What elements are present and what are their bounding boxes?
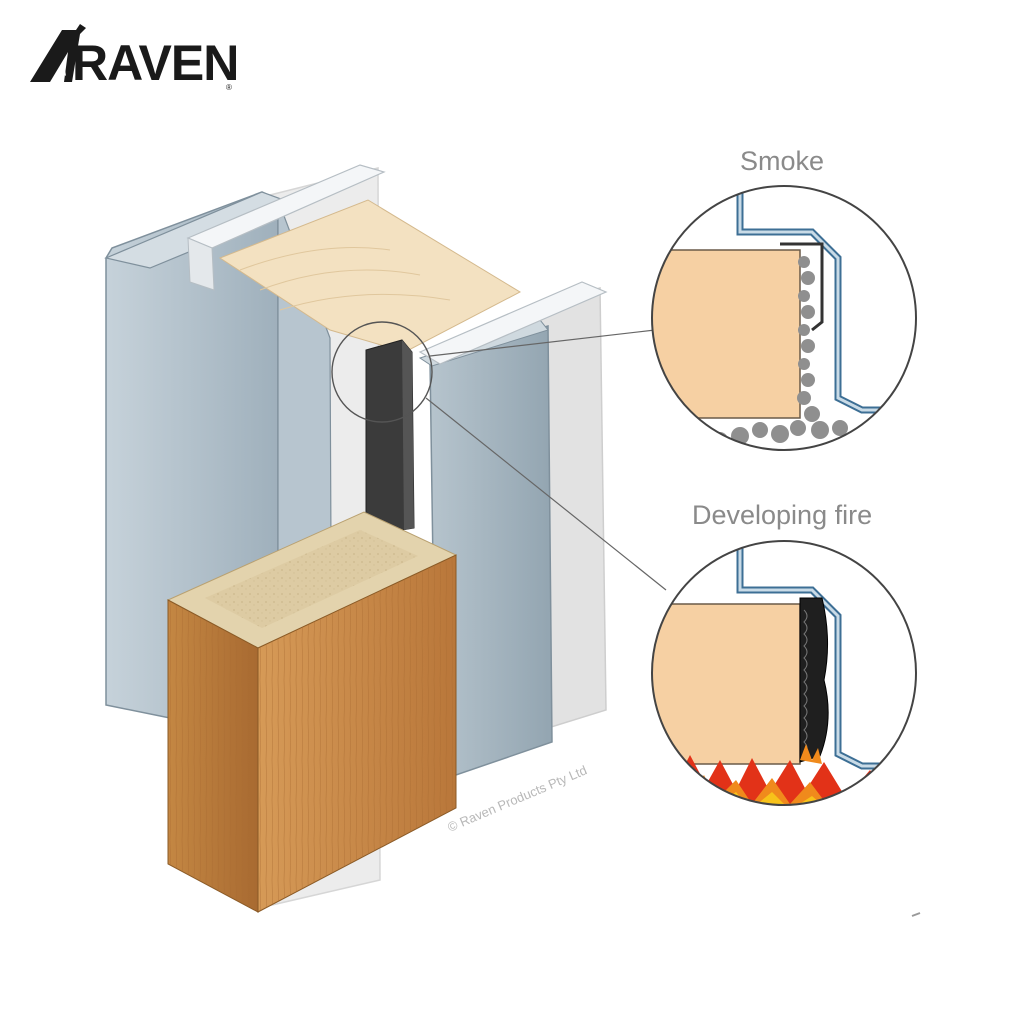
copyright-notice: © Raven Products Pty Ltd <box>445 762 589 834</box>
leader-lines <box>425 329 667 591</box>
registered-mark: ® <box>226 83 232 92</box>
corner-mark <box>911 912 921 917</box>
oak-door-leaf <box>166 511 458 913</box>
brand-name: RAVEN <box>72 35 238 91</box>
timber-core-top <box>218 199 522 353</box>
door-stop-strips <box>186 164 608 365</box>
raven-logo: RAVEN ® <box>30 24 239 92</box>
smoke-puffs <box>712 256 848 448</box>
fire-label: Developing fire <box>692 500 872 530</box>
fire-detail-callout <box>651 540 917 806</box>
raven-bird-icon <box>30 24 86 82</box>
smoke-detail-callout <box>651 185 917 451</box>
seal-bracket <box>780 242 824 332</box>
detail-magnifier-ring <box>331 321 433 423</box>
door-edge-section <box>652 249 801 419</box>
door-edge-section-fire <box>652 603 801 765</box>
intumescent-seal-strip <box>365 339 415 537</box>
smoke-label: Smoke <box>740 146 824 176</box>
